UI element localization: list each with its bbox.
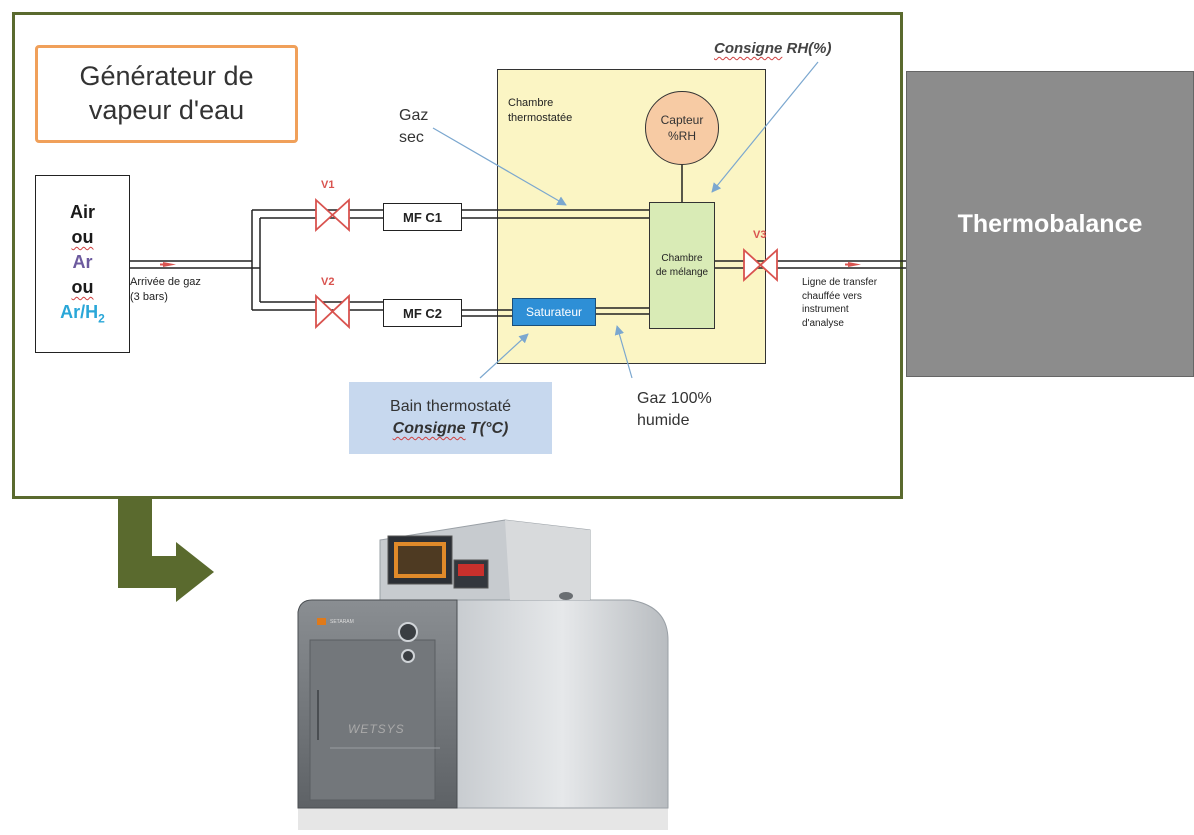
gas-option-separator: ou	[71, 277, 94, 298]
gas-option-ar-h2-main: Ar/H	[60, 302, 99, 323]
gas-option-air: Air	[69, 202, 95, 223]
gas-option-ar-h2-sub: 2	[98, 311, 105, 326]
gas-option-separator: ou	[71, 227, 94, 248]
valve-v2-label: V2	[321, 276, 335, 288]
valve-v3-icon	[743, 247, 778, 283]
gas-source-box: Air ou Ar ou Ar/H2	[35, 175, 130, 353]
mass-flow-controller-1: MF C1	[383, 203, 462, 231]
rh-setpoint-label: Consigne RH(%)	[714, 40, 832, 57]
chamber-label: Chambre thermostatée	[508, 97, 573, 124]
rh-setpoint-word: Consigne	[714, 40, 783, 57]
bath-pointer	[479, 333, 529, 379]
wetsys-device-image	[297, 519, 669, 830]
gas-inlet-label: Arrivée de gaz (3 bars)	[130, 276, 201, 303]
saturator: Saturateur	[512, 298, 596, 326]
bath-setpoint-word: Consigne	[392, 420, 466, 437]
gas-option-ar: Ar	[72, 252, 93, 273]
transfer-line-label: Ligne de transfer chauffée vers instrume…	[802, 277, 878, 329]
gas-option-ar-h2: Ar/H2	[60, 302, 105, 326]
diagram-title: Générateur de vapeur d'eau	[35, 45, 298, 143]
bath-label: Bain thermostaté	[390, 397, 511, 415]
flow-arrow-icon	[160, 262, 176, 267]
rh-sensor: Capteur %RH	[645, 91, 719, 165]
bath-setpoint: Consigne T(°C)	[393, 418, 509, 440]
device-brand-label: SETARAM	[330, 619, 354, 625]
valve-v2-icon	[315, 293, 350, 330]
mixing-chamber: Chambre de mélange	[649, 202, 715, 329]
rh-setpoint-unit: RH(%)	[782, 40, 832, 57]
dry-gas-label: Gaz sec	[399, 107, 429, 147]
dry-gas-pointer	[432, 127, 567, 206]
humid-gas-pointer	[614, 325, 633, 379]
bath-setpoint-unit: T(°C)	[465, 420, 509, 437]
mass-flow-controller-2: MF C2	[383, 299, 462, 327]
valve-v3-label: V3	[753, 229, 767, 241]
humid-gas-label: Gaz 100% humide	[637, 390, 712, 430]
inlet-pipe	[130, 260, 260, 269]
valve-v1-label: V1	[321, 179, 335, 191]
flow-arrow-icon	[845, 262, 861, 267]
device-product-label: WETSYS	[348, 722, 405, 736]
thermostated-bath-box: Bain thermostaté Consigne T(°C)	[349, 382, 552, 454]
big-arrow-icon	[118, 499, 214, 602]
valve-v1-icon	[315, 197, 350, 233]
rh-setpoint-pointer	[711, 61, 819, 193]
split-pipe	[251, 210, 261, 310]
thermobalance: Thermobalance	[906, 71, 1194, 377]
